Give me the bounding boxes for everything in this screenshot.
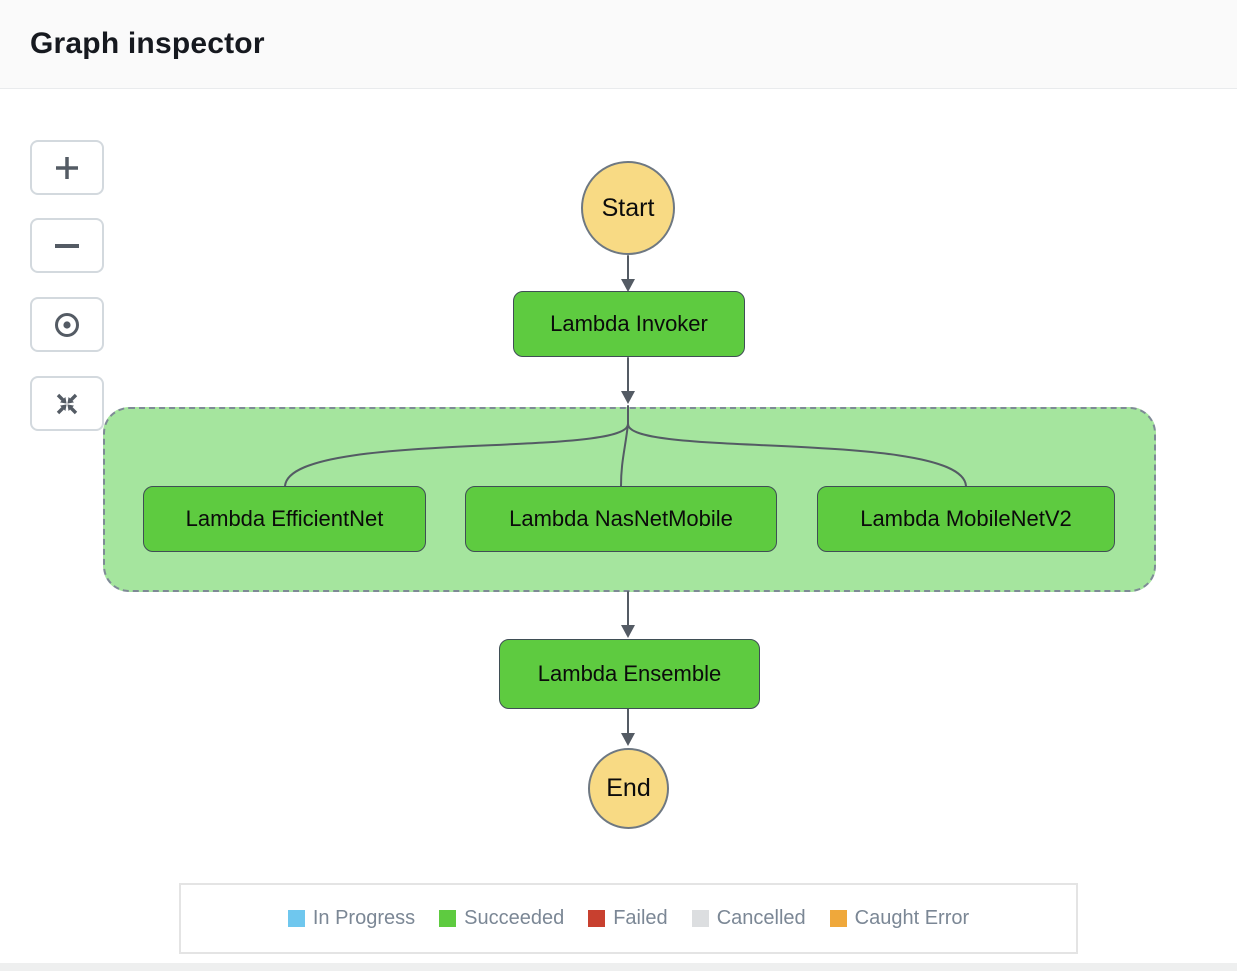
graph-inspector-header: Graph inspector xyxy=(0,0,1237,89)
zoom-out-button[interactable] xyxy=(30,218,104,273)
legend-label: Caught Error xyxy=(854,907,970,929)
succeeded-swatch-icon xyxy=(439,910,457,927)
legend-label: In Progress xyxy=(312,907,416,929)
arrowhead xyxy=(621,733,635,746)
node-lambda-ensemble[interactable]: Lambda Ensemble xyxy=(499,639,760,709)
legend-item-in-progress: In Progress xyxy=(287,907,416,930)
page-title: Graph inspector xyxy=(30,27,265,60)
zoom-in-button[interactable] xyxy=(30,140,104,195)
center-target-icon xyxy=(52,310,82,340)
status-legend: In Progress Succeeded Failed Cancelled C… xyxy=(179,883,1078,954)
next-panel-edge xyxy=(0,963,1237,971)
legend-label: Cancelled xyxy=(716,907,806,929)
arrowhead xyxy=(621,391,635,404)
arrowhead xyxy=(621,625,635,638)
expand-arrows-icon xyxy=(53,390,81,418)
legend-label: Failed xyxy=(613,907,668,929)
center-view-button[interactable] xyxy=(30,297,104,352)
legend-item-failed: Failed xyxy=(588,907,668,930)
node-lambda-invoker[interactable]: Lambda Invoker xyxy=(513,291,745,357)
node-start[interactable]: Start xyxy=(581,161,675,255)
node-lambda-mobilenetv2[interactable]: Lambda MobileNetV2 xyxy=(817,486,1115,552)
fit-view-button[interactable] xyxy=(30,376,104,431)
plus-icon xyxy=(50,151,84,185)
legend-item-cancelled: Cancelled xyxy=(691,907,806,930)
legend-label: Succeeded xyxy=(464,907,565,929)
node-end[interactable]: End xyxy=(588,748,669,829)
legend-item-succeeded: Succeeded xyxy=(439,907,564,930)
failed-swatch-icon xyxy=(588,910,606,927)
cancelled-swatch-icon xyxy=(691,910,709,927)
in-progress-swatch-icon xyxy=(287,910,305,927)
node-lambda-efficientnet[interactable]: Lambda EfficientNet xyxy=(143,486,426,552)
minus-icon xyxy=(50,229,84,263)
legend-item-caught-error: Caught Error xyxy=(829,907,970,930)
node-lambda-nasnetmobile[interactable]: Lambda NasNetMobile xyxy=(465,486,777,552)
caught-error-swatch-icon xyxy=(829,910,847,927)
